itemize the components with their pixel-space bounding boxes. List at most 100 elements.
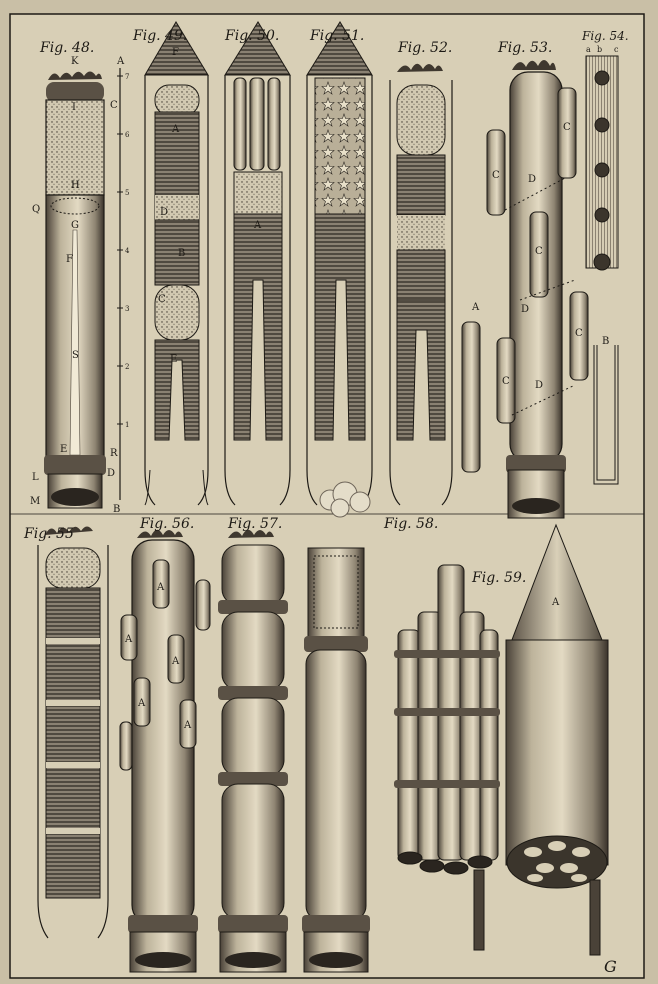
fig48-letter-M: M [30,496,40,507]
fig54-letter-B: B [602,336,609,347]
fig54-title: Fig. 54. [581,29,629,43]
figure-59 [394,523,609,956]
fig57-band-2 [218,686,288,700]
fig53-letter-C-5: C [502,376,510,387]
fig48-letter-Q: Q [32,204,40,215]
fig56-title: Fig. 56. [139,516,194,532]
fig59-cone-bundle [505,523,609,956]
fig52-title: Fig. 52. [397,40,452,56]
fig49-mid-charge [155,195,199,220]
fig48-letter-E: E [60,444,67,455]
fig50-case-wall [224,75,291,506]
fig49-title: Fig. 49. [132,28,187,44]
fig49-legs [144,469,209,506]
fig52-fill-1 [396,154,446,216]
fig48-letter-R: R [110,448,118,459]
fig48-binding [44,455,106,475]
fig56-binding [128,915,198,933]
fig54-ball-5 [593,253,611,271]
fig53-letter-D-3: D [535,380,543,391]
fig49-letter-A: A [171,124,180,135]
fig59-letter-A: A [551,597,560,608]
fig57-fuse-tuft [228,529,274,538]
fig48-letter-I: I [72,102,76,113]
fig48-letter-C: C [110,100,118,111]
fig48-letter-B: B [113,504,120,515]
fig56-letter-A-1: A [156,582,165,593]
fig54-ball-3 [594,162,610,178]
fig50-serpent-2 [249,77,265,171]
figure-49 [144,21,209,506]
fig53-mouth [512,498,560,514]
fig49-case-wall [144,75,209,506]
fig48-letter-K: K [71,56,79,67]
fig57-segment-4 [221,783,285,920]
figure-51 [306,21,373,518]
fig51-body-fill [314,213,366,441]
fig57-binding [218,915,288,933]
fig51-title: Fig. 51. [309,28,364,44]
fig48-powder-chamber [45,99,105,196]
fig48-mouth [51,488,99,506]
fig54-tube-a [585,55,619,269]
scale-tick-label: 6 [125,131,130,139]
fig52-case-wall [389,80,453,506]
fig49-letter-F: F [172,47,179,58]
fig50-charge [233,171,283,215]
fig58-binding [302,915,370,933]
fig49-letter-E: E [170,354,177,365]
fig54-ball-1 [594,70,610,86]
fig55-case-wall [37,545,109,939]
fig50-serpent-1 [233,77,247,171]
figure-50 [224,21,291,506]
fig55-fuse-tuft [45,526,93,535]
fig57-mouth [225,952,281,968]
figure-54 [585,55,619,485]
fig56-mouth [135,952,191,968]
fig53-satellite-1 [557,87,577,179]
fig58-mouth [309,952,363,968]
fig48-clay-choke [50,197,100,215]
fig48-letter-S: S [72,350,79,361]
figure-58 [302,547,370,973]
fig55-separator-1 [46,638,100,644]
fig56-letter-A-4: A [137,698,146,709]
fig53-satellite-5 [496,337,516,424]
fig48-letter-H: H [71,180,80,191]
fig48-title: Fig. 48. [39,40,94,56]
fig49-letter-D: D [160,207,168,218]
fig50-cone [224,21,291,76]
plate-letter: G [604,957,617,976]
fig52-head-charge [396,84,446,156]
figure-53 [486,60,589,519]
fig49-head-charge [154,84,200,116]
fig53-fuse-tuft [512,60,556,70]
fig53-fuse-line-1 [504,177,566,211]
fig53-binding [506,455,566,473]
scale-tick-label: 1 [125,421,129,429]
fig58-head [307,547,365,639]
fig50-title: Fig. 50. [224,28,279,44]
fig52-letter-A: A [471,302,480,313]
fig56-pod-6 [179,699,197,749]
fig59-bundle [394,564,500,951]
fig48-top-cap [46,82,104,102]
fig53-letter-C-2: C [492,170,500,181]
fig55-separator-3 [46,762,100,768]
fig50-letter-A: A [253,220,262,231]
fig56-letter-A-5: A [183,720,192,731]
fig48-letter-F: F [66,254,73,265]
fig54-ball-4 [594,207,610,223]
fig57-segment-3 [221,697,285,777]
scale-tick-label: 3 [125,305,129,313]
fig51-cone [306,21,373,76]
fig56-pod-4 [167,634,185,684]
fig51-star-chamber [314,77,366,215]
fig55-head-charge [45,547,101,589]
fig49-cone [144,21,209,76]
fig59-title: Fig. 59. [471,570,526,586]
fig53-satellite-2 [486,129,506,216]
scale-tick-label: 4 [125,247,130,255]
fig58-title: Fig. 58. [383,516,438,532]
